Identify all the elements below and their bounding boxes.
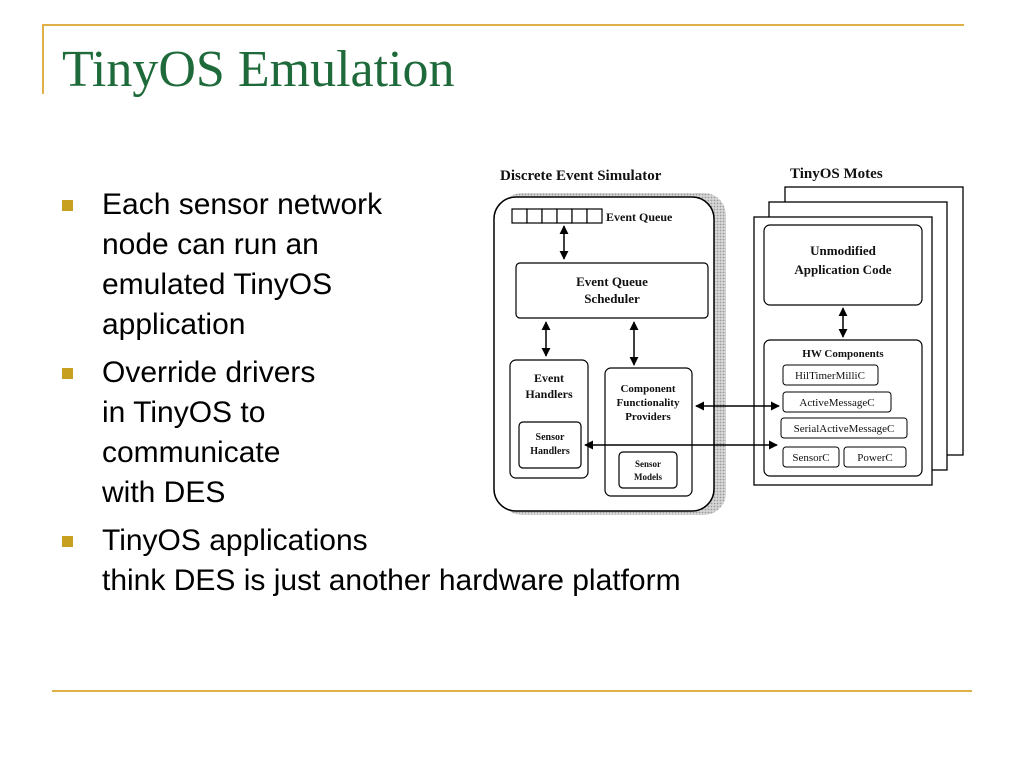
hw-item-box [843,446,907,468]
top-accent-line [42,24,964,26]
sensor-handlers-label-line1: Sensor [536,432,565,443]
app-code-line1: Unmodified [810,243,877,258]
motes-title: TinyOS Motes [790,166,883,182]
hw-item-box [780,417,908,439]
scheduler-label-line2: Scheduler [584,291,640,306]
bullet-list: Each sensor network node can run an emul… [62,185,681,609]
sensor-handlers-box [518,421,582,469]
architecture-diagram: Discrete Event Simulator Event Queue Eve… [493,166,964,515]
left-accent-bar [42,24,44,94]
bullet-text: Each sensor network node can run an emul… [102,188,383,341]
hw-item-box [782,446,840,468]
scheduler-box [515,262,709,319]
hw-components-label: HW Components [802,348,884,360]
component-providers-line2: Functionality [617,397,680,409]
sensor-models-line2: Models [634,472,662,482]
app-code-line2: Application Code [794,262,891,277]
bullet-item: Each sensor network node can run an emul… [62,185,681,345]
bullet-item: Override drivers in TinyOS to communicat… [62,353,681,513]
hw-item-label: PowerC [857,452,892,464]
bullet-item: TinyOS applications think DES is just an… [62,521,681,601]
event-queue-label: Event Queue [606,210,673,224]
bullet-square-icon [62,200,73,211]
slide-title: TinyOS Emulation [62,41,455,98]
hw-item-box [782,391,892,413]
sensor-handlers-label-line2: Handlers [530,446,570,457]
event-queue-cells [511,208,603,224]
event-handlers-label-line2: Handlers [525,387,573,401]
component-providers-line3: Providers [625,411,671,423]
des-title: Discrete Event Simulator [500,168,662,184]
sensor-models-box [618,451,678,489]
hw-item-label: SerialActiveMessageC [794,423,895,435]
bullet-square-icon [62,368,73,379]
bullet-square-icon [62,536,73,547]
hw-item-label: ActiveMessageC [799,397,874,409]
event-handlers-label-line1: Event [534,371,564,385]
hw-item-box [782,364,879,386]
bottom-accent-line [52,690,972,692]
hw-item-label: HilTimerMilliC [795,370,865,382]
hw-item-label: SensorC [792,452,829,464]
bullet-text: Override drivers in TinyOS to communicat… [102,356,316,509]
component-providers-line1: Component [620,383,675,395]
bullet-text: TinyOS applications think DES is just an… [102,524,681,597]
sensor-models-line1: Sensor [635,459,661,469]
scheduler-label-line1: Event Queue [576,274,648,289]
app-code-box [763,224,923,306]
